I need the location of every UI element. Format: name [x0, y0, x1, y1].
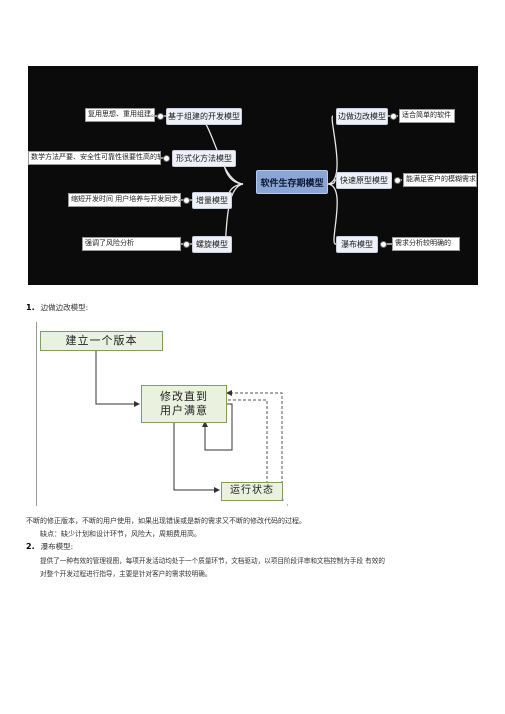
section-number: 1.: [26, 303, 35, 312]
mindmap-note-code-and-fix: 适合简单的软件: [399, 109, 455, 123]
mindmap-note-formal: 数学方法严要、安全性可靠性很要性高的软件: [28, 151, 161, 165]
section-heading: 1. 边做边改模型:: [26, 302, 88, 313]
flowchart-corner-mark: a: [281, 497, 284, 503]
lifecycle-mindmap: 软件生存期模型 基于组建的开发模型 形式化方法模型 增量模型 螺旋模型 复用思想…: [28, 66, 478, 285]
code-and-fix-flowchart: 建立一个版本 修改直到 用户满意 运行状态 a: [37, 322, 288, 504]
paragraph-line: 对整个开发过程进行指导，主要是针对客户的需求较明确。: [40, 570, 212, 578]
mindmap-note-waterfall: 需求分析较明确的: [392, 237, 460, 251]
mindmap-joint: [394, 177, 401, 184]
mindmap-note-incremental: 缩短开发时间 用户培养与开发同步。: [68, 193, 181, 207]
flow-box-line: 用户满意: [160, 404, 208, 417]
mindmap-node-component: 基于组建的开发模型: [166, 108, 242, 125]
mindmap-joint: [157, 113, 164, 120]
mindmap-node-code-and-fix: 边做边改模型: [336, 108, 388, 125]
section-number: 2.: [26, 542, 35, 551]
paragraph-line: 不断的修正版本，不断的用户使用，如果出现错误或是新的需求又不断的修改代码的过程。: [26, 517, 306, 525]
mindmap-joint: [390, 113, 397, 120]
flow-box-running-state: 运行状态: [221, 482, 283, 501]
flow-box-line: 修改直到: [160, 390, 208, 404]
mindmap-node-waterfall: 瀑布模型: [336, 236, 378, 253]
section-title: 瀑布模型:: [40, 542, 74, 551]
flowchart-frame-left: [36, 322, 37, 506]
section-title: 边做边改模型:: [40, 303, 89, 312]
mindmap-joint: [183, 197, 190, 204]
flow-box-modify-until-satisfied: 修改直到 用户满意: [141, 385, 227, 423]
mindmap-node-prototype: 快速原型模型: [336, 172, 392, 189]
mindmap-note-component: 复用思想、重用组建。: [85, 108, 155, 122]
flow-box-build-version: 建立一个版本: [40, 331, 163, 351]
section-heading: 2. 瀑布模型:: [26, 541, 73, 552]
mindmap-note-prototype: 能满足客户的模糊需求: [403, 173, 477, 187]
flowchart-arrows: [95, 350, 283, 493]
mindmap-joint: [183, 241, 190, 248]
mindmap-node-formal: 形式化方法模型: [172, 150, 236, 167]
paragraph-line: 提供了一种有效的管理视图，每项开发活动均处于一个质量环节，文档驱动，以项目阶段评…: [40, 557, 385, 565]
mindmap-node-incremental: 增量模型: [192, 192, 232, 209]
mindmap-node-spiral: 螺旋模型: [192, 236, 232, 253]
mindmap-joint: [163, 155, 170, 162]
paragraph-line: 缺点：缺少计划和设计环节，风险大，周期费用高。: [40, 530, 201, 538]
mindmap-joint: [380, 241, 387, 248]
mindmap-center-node: 软件生存期模型: [256, 170, 328, 194]
mindmap-note-spiral: 强调了风险分析: [82, 237, 181, 251]
